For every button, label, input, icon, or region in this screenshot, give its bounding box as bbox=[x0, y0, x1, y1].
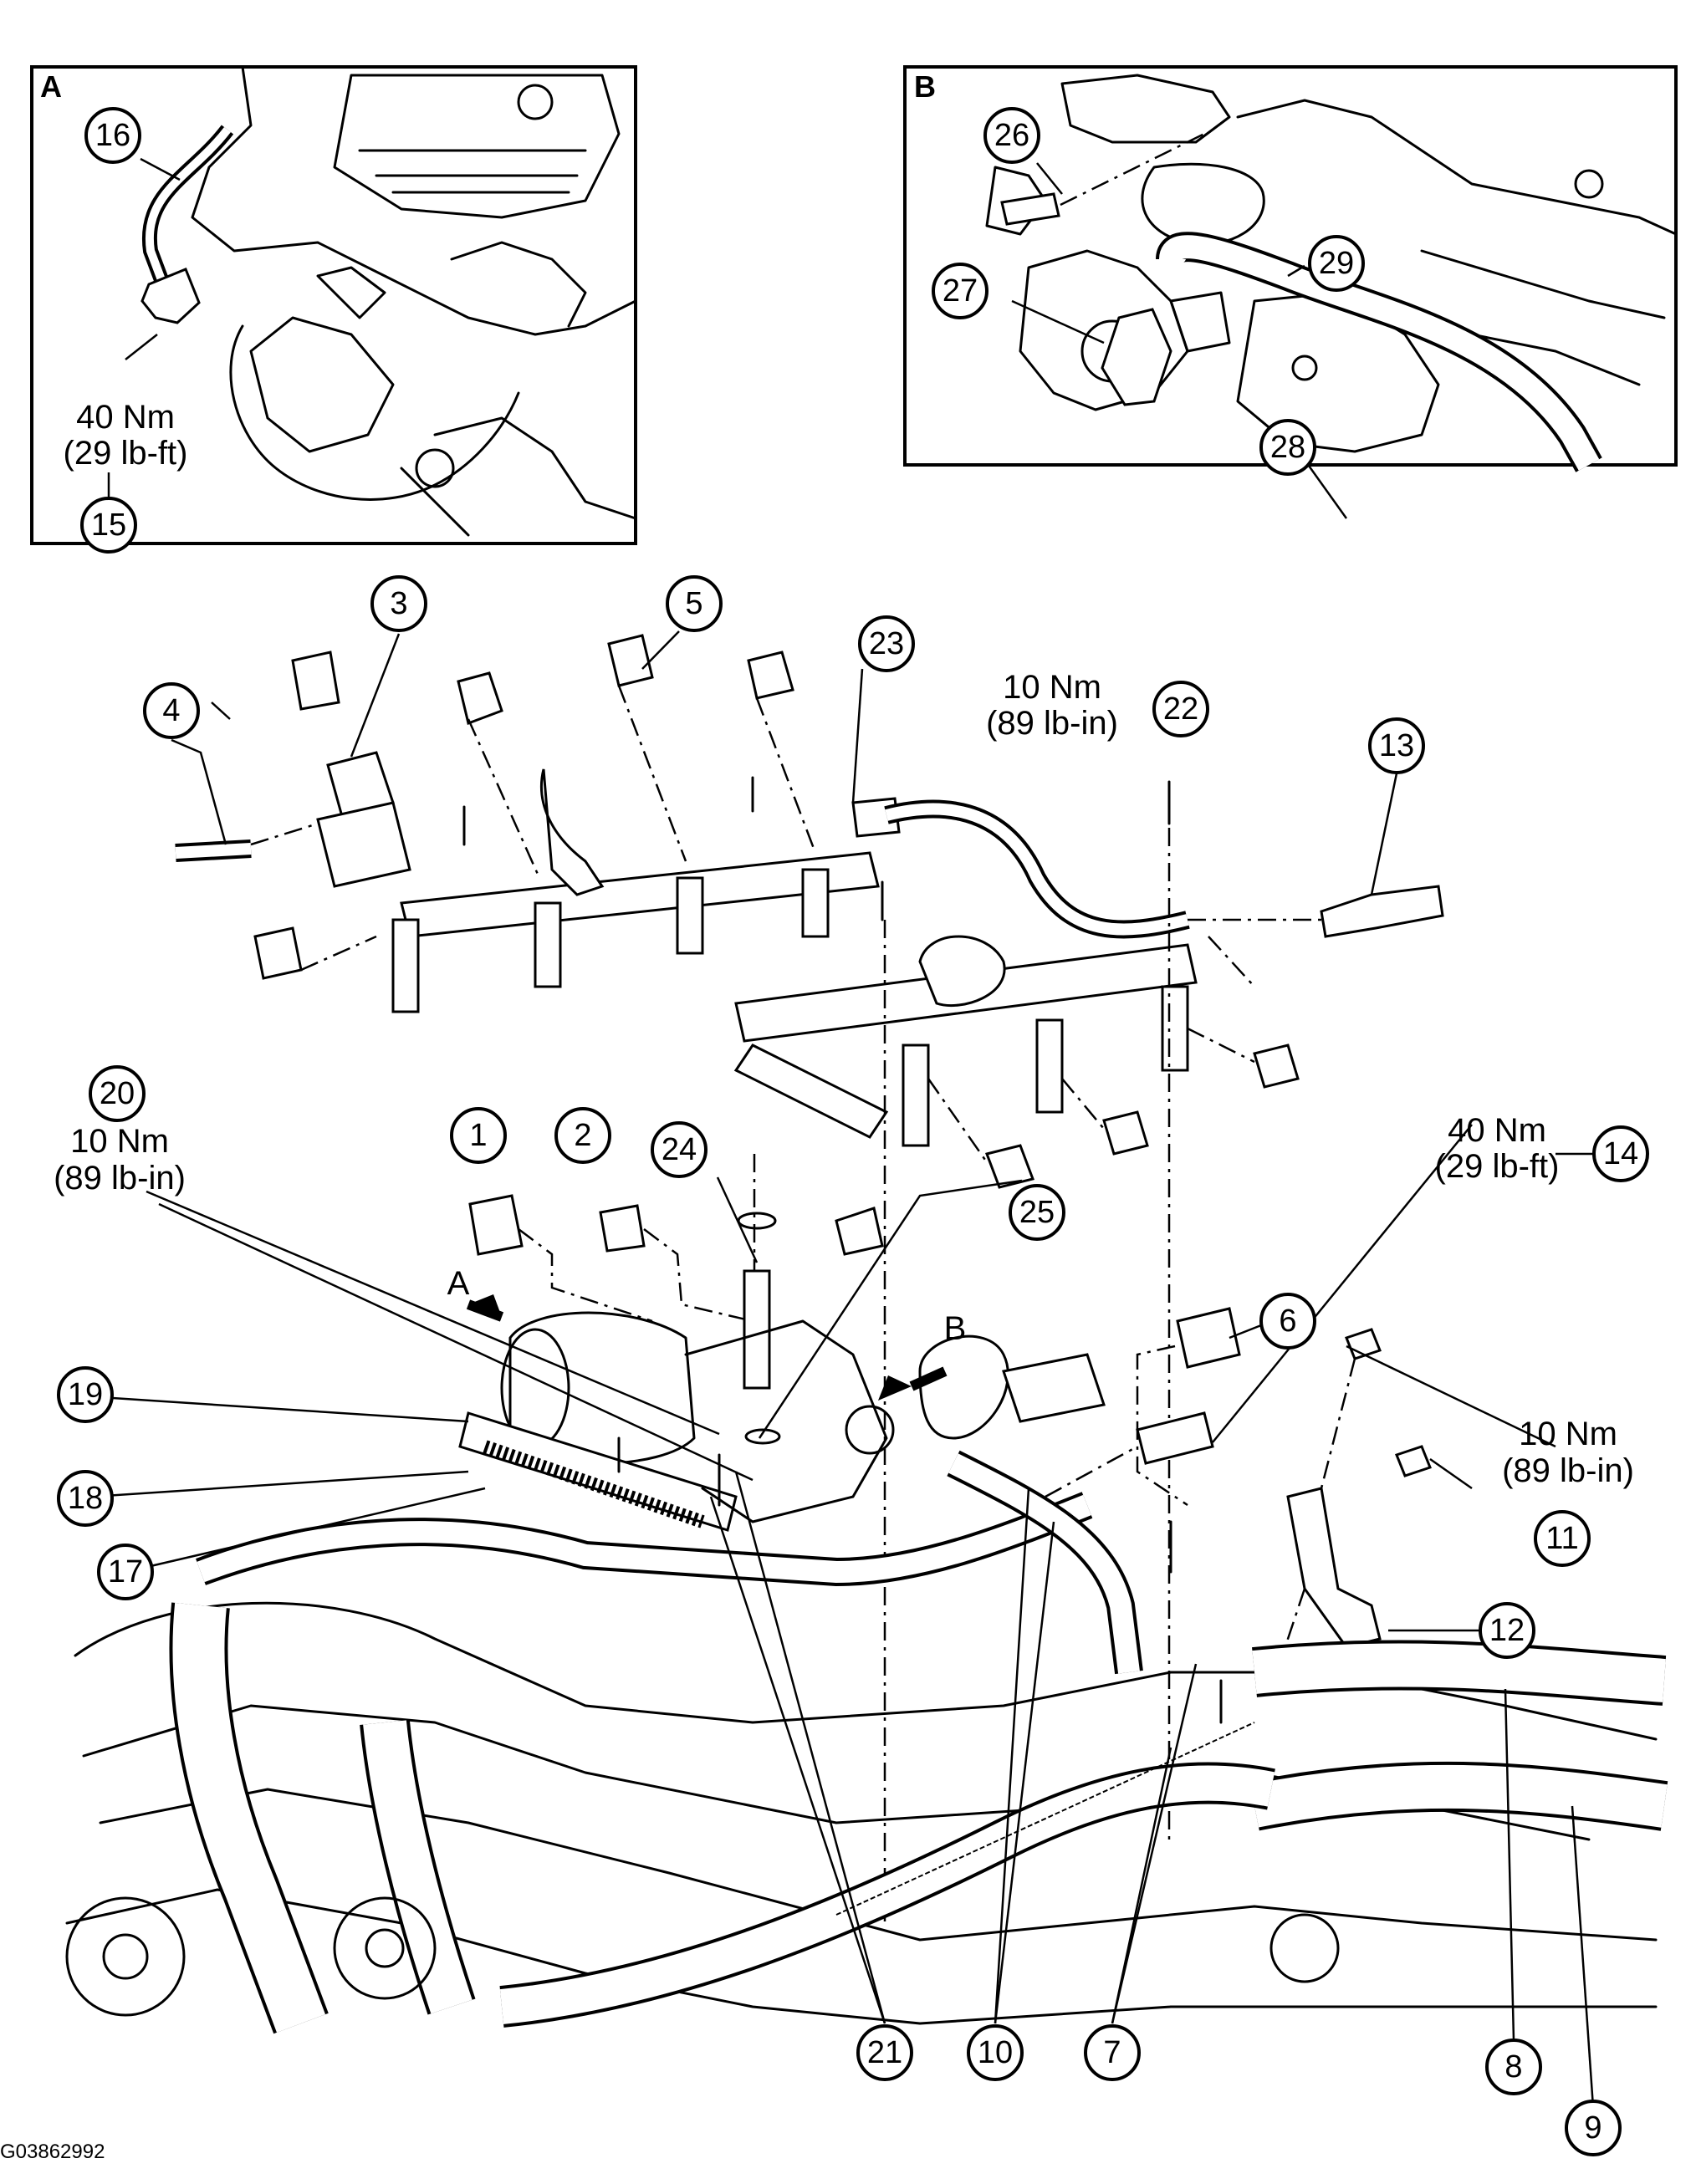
callout-23: 23 bbox=[858, 615, 915, 672]
torque-22-line1: 10 Nm bbox=[1003, 669, 1101, 706]
svg-text:17: 17 bbox=[108, 1554, 143, 1590]
view-arrow-a-label: A bbox=[447, 1265, 470, 1302]
svg-text:3: 3 bbox=[390, 586, 407, 621]
svg-text:5: 5 bbox=[685, 586, 702, 621]
svg-text:25: 25 bbox=[1019, 1195, 1055, 1230]
callout-20: 20 bbox=[89, 1065, 146, 1122]
torque-20-line1: 10 Nm bbox=[70, 1123, 169, 1160]
callout-12: 12 bbox=[1479, 1602, 1535, 1659]
callout-2: 2 bbox=[554, 1107, 611, 1164]
svg-text:27: 27 bbox=[943, 273, 978, 309]
callout-13: 13 bbox=[1368, 717, 1425, 774]
torque-11-line1: 10 Nm bbox=[1519, 1416, 1617, 1452]
callout-25: 25 bbox=[1009, 1184, 1065, 1241]
torque-14-line2: (29 lb-ft) bbox=[1435, 1148, 1560, 1185]
svg-text:15: 15 bbox=[91, 508, 126, 543]
torque-15-line1: 40 Nm bbox=[76, 399, 175, 436]
svg-text:23: 23 bbox=[869, 626, 904, 661]
main-drawing bbox=[65, 634, 1668, 2034]
svg-text:8: 8 bbox=[1504, 2049, 1522, 2084]
svg-text:9: 9 bbox=[1584, 2110, 1601, 2146]
callout-26: 26 bbox=[983, 107, 1040, 164]
svg-text:29: 29 bbox=[1319, 246, 1354, 281]
inset-b-label: B bbox=[914, 69, 936, 104]
svg-text:1: 1 bbox=[469, 1118, 487, 1153]
svg-text:13: 13 bbox=[1379, 728, 1414, 763]
svg-text:18: 18 bbox=[68, 1481, 103, 1516]
callout-6: 6 bbox=[1259, 1293, 1316, 1350]
svg-text:7: 7 bbox=[1103, 2035, 1121, 2070]
callout-18: 18 bbox=[57, 1470, 114, 1527]
svg-text:21: 21 bbox=[867, 2035, 902, 2070]
svg-text:14: 14 bbox=[1603, 1136, 1638, 1171]
inset-a-label: A bbox=[40, 69, 62, 104]
callout-16: 16 bbox=[84, 107, 141, 164]
svg-text:10: 10 bbox=[978, 2035, 1013, 2070]
callout-21: 21 bbox=[856, 2024, 913, 2081]
torque-22-line2: (89 lb-in) bbox=[986, 705, 1118, 742]
svg-text:19: 19 bbox=[68, 1377, 103, 1412]
torque-11-line2: (89 lb-in) bbox=[1502, 1452, 1634, 1489]
callout-5: 5 bbox=[666, 575, 723, 632]
callout-17: 17 bbox=[97, 1544, 154, 1600]
svg-text:28: 28 bbox=[1270, 430, 1305, 465]
callout-3: 3 bbox=[370, 575, 427, 632]
callout-7: 7 bbox=[1084, 2024, 1141, 2081]
callout-10: 10 bbox=[967, 2024, 1024, 2081]
svg-text:4: 4 bbox=[162, 693, 180, 728]
callout-1: 1 bbox=[450, 1107, 507, 1164]
svg-text:26: 26 bbox=[994, 118, 1029, 153]
callout-19: 19 bbox=[57, 1366, 114, 1423]
svg-text:11: 11 bbox=[1545, 1521, 1578, 1556]
callout-24: 24 bbox=[651, 1121, 708, 1178]
torque-specs: 40 Nm (29 lb-ft) 10 Nm (89 lb-in) 10 Nm … bbox=[54, 399, 1634, 1489]
torque-14-line1: 40 Nm bbox=[1448, 1112, 1546, 1149]
torque-20-line2: (89 lb-in) bbox=[54, 1160, 186, 1197]
svg-text:6: 6 bbox=[1279, 1304, 1296, 1339]
svg-text:2: 2 bbox=[574, 1118, 591, 1153]
callout-29: 29 bbox=[1308, 235, 1365, 292]
callout-8: 8 bbox=[1485, 2039, 1542, 2095]
callout-9: 9 bbox=[1565, 2100, 1622, 2156]
callout-28: 28 bbox=[1259, 419, 1316, 476]
view-arrow-b-label: B bbox=[944, 1310, 967, 1347]
callouts: 1 2 3 4 5 6 7 8 9 10 11 12 13 14 15 16 1… bbox=[57, 107, 1649, 2156]
callout-4: 4 bbox=[143, 682, 200, 739]
torque-15-line2: (29 lb-ft) bbox=[64, 435, 188, 472]
svg-text:20: 20 bbox=[100, 1076, 135, 1111]
callout-22: 22 bbox=[1152, 681, 1209, 737]
figure-id: G03862992 bbox=[0, 2141, 105, 2163]
svg-text:16: 16 bbox=[95, 118, 130, 153]
callout-15: 15 bbox=[80, 497, 137, 554]
svg-text:12: 12 bbox=[1489, 1613, 1525, 1648]
callout-14: 14 bbox=[1592, 1125, 1649, 1182]
leader-lines bbox=[87, 630, 1595, 2108]
svg-text:22: 22 bbox=[1163, 691, 1198, 727]
callout-11: 11 bbox=[1534, 1510, 1591, 1567]
svg-text:24: 24 bbox=[662, 1132, 697, 1167]
callout-27: 27 bbox=[932, 263, 988, 319]
